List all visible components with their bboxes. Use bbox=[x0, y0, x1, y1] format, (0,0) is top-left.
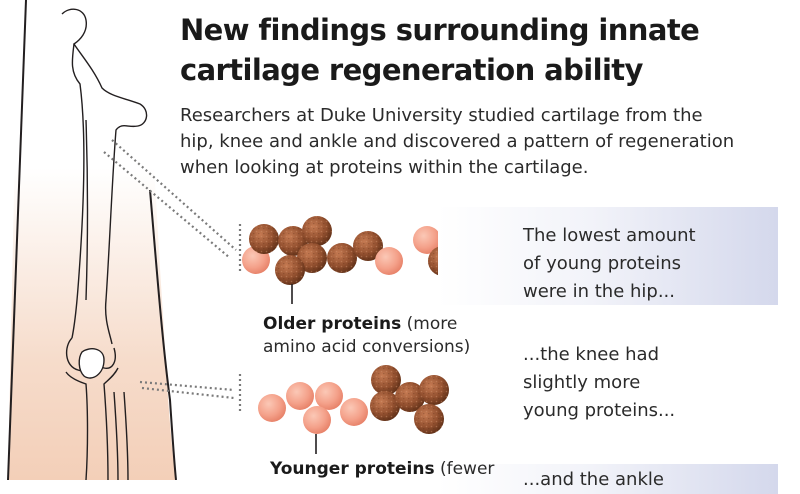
leg-illustration bbox=[7, 0, 458, 480]
ankle-finding: ...and the ankle bbox=[523, 466, 664, 494]
knee-leader-line bbox=[139, 380, 235, 400]
patella-bone bbox=[78, 348, 105, 379]
knee-finding: ...the knee had slightly more young prot… bbox=[523, 341, 675, 425]
tibia-bone bbox=[65, 367, 129, 480]
intro-line-1: Researchers at Duke University studied c… bbox=[180, 105, 703, 126]
intro-line-3: when looking at proteins within the cart… bbox=[180, 157, 589, 178]
hip-finding: The lowest amount of young proteins were… bbox=[523, 222, 696, 306]
older-label-rest: (more bbox=[401, 314, 458, 334]
younger-protein bbox=[340, 398, 368, 426]
younger-label-rest: (fewer bbox=[434, 459, 495, 479]
hip-finding-line-2: of young proteins bbox=[523, 253, 682, 274]
younger-protein-cluster bbox=[258, 365, 449, 454]
younger-protein bbox=[315, 382, 343, 410]
hip-finding-line-1: The lowest amount bbox=[523, 225, 696, 246]
ankle-finding-line-1: ...and the ankle bbox=[523, 469, 664, 490]
page-title: New findings surrounding innate cartilag… bbox=[180, 10, 780, 90]
younger-protein bbox=[258, 394, 286, 422]
older-protein-cluster bbox=[242, 216, 458, 304]
hip-panel bbox=[438, 207, 778, 305]
title-line-2: cartilage regeneration ability bbox=[180, 53, 643, 87]
knee-finding-line-3: young proteins... bbox=[523, 400, 676, 421]
intro-line-2: hip, knee and ankle and discovered a pat… bbox=[180, 131, 735, 152]
older-proteins-label: Older proteins (more amino acid conversi… bbox=[263, 313, 470, 359]
younger-protein bbox=[413, 226, 441, 254]
intro-paragraph: Researchers at Duke University studied c… bbox=[180, 103, 780, 181]
femur-bone bbox=[61, 8, 148, 372]
older-label-line-2: amino acid conversions) bbox=[263, 337, 471, 357]
leg-outline bbox=[7, 0, 177, 480]
knee-finding-line-1: ...the knee had bbox=[523, 344, 659, 365]
older-label-bold: Older proteins bbox=[263, 314, 402, 334]
knee-finding-line-2: slightly more bbox=[523, 372, 641, 393]
younger-protein bbox=[303, 406, 331, 434]
younger-protein bbox=[375, 247, 403, 275]
younger-label-line-1: Younger proteins (fewer bbox=[270, 458, 494, 481]
title-line-1: New findings surrounding innate bbox=[180, 13, 700, 47]
hip-finding-line-3: were in the hip... bbox=[523, 281, 675, 302]
older-label-line-1: Older proteins (more bbox=[263, 313, 470, 336]
younger-proteins-label: Younger proteins (fewer bbox=[270, 458, 494, 481]
younger-label-bold: Younger proteins bbox=[270, 459, 435, 479]
younger-protein bbox=[286, 382, 314, 410]
